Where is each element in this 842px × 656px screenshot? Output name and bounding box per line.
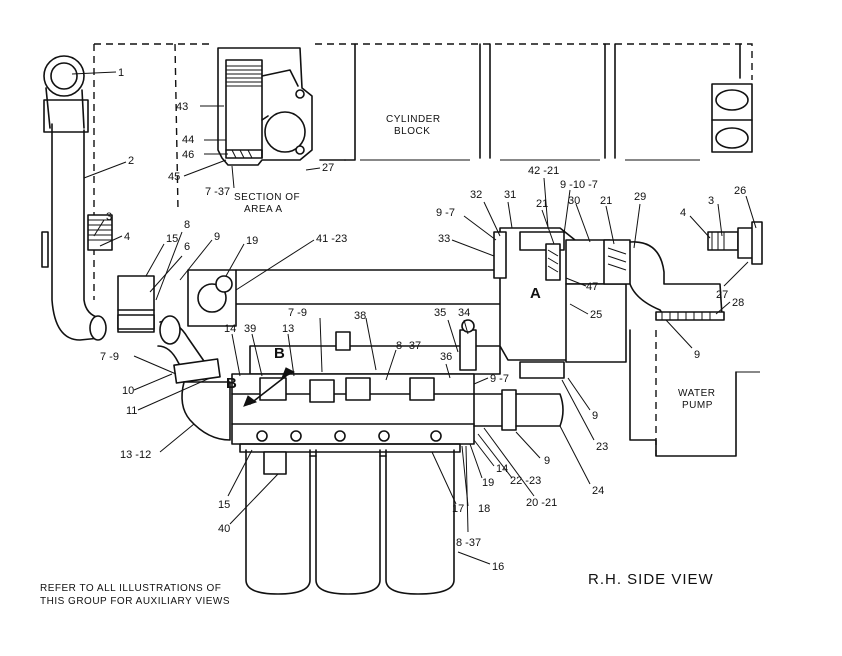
callout: 15 <box>218 499 230 511</box>
water-pump <box>629 329 760 457</box>
outlet-pipe <box>473 389 564 431</box>
cylinder-block-label-2: BLOCK <box>394 126 430 137</box>
callout: 14 <box>496 463 508 475</box>
callout: 35 <box>434 307 446 319</box>
cylinder-block-label-1: CYLINDER <box>386 114 441 125</box>
callout: 26 <box>734 185 746 197</box>
section-label-2: AREA A <box>244 204 283 215</box>
callout: 27 <box>322 162 334 174</box>
callout: 13 -12 <box>120 449 151 461</box>
callout: 3 <box>106 211 112 223</box>
callout: 7 -9 <box>100 351 119 363</box>
callout: 18 <box>478 503 490 515</box>
callout: 44 <box>182 134 194 146</box>
callout: 8 -37 <box>396 340 421 352</box>
pump-elbow <box>603 239 725 321</box>
callout: 42 -21 <box>528 165 559 177</box>
callout: 24 <box>592 485 604 497</box>
callout: 10 <box>122 385 134 397</box>
callout: 19 <box>246 235 258 247</box>
callout: 9 <box>544 455 550 467</box>
callout: 21 <box>536 198 548 210</box>
left-pipe-assembly <box>41 55 113 341</box>
callout: 19 <box>482 477 494 489</box>
callout: 8 -37 <box>456 537 481 549</box>
callout: 46 <box>182 149 194 161</box>
fuel-filters <box>239 443 461 595</box>
note-line-1: REFER TO ALL ILLUSTRATIONS OF <box>40 583 221 594</box>
filter-base <box>231 319 501 445</box>
callout: 9 <box>694 349 700 361</box>
area-a-letter: A <box>530 285 541 302</box>
callout: 31 <box>504 189 516 201</box>
callout: 1 <box>118 67 124 79</box>
cross-pipe <box>187 269 501 327</box>
callout: 38 <box>354 310 366 322</box>
text-labels: CYLINDER BLOCK SECTION OF AREA A WATER P… <box>40 114 716 607</box>
callout: 13 <box>282 323 294 335</box>
section-area-a <box>217 47 313 166</box>
callout: 14 <box>224 323 236 335</box>
callout: 9 -7 <box>490 373 509 385</box>
callouts: 1 2 3 4 15 6 8 9 19 41 -23 43 44 46 45 7… <box>71 67 757 573</box>
callout: 23 <box>596 441 608 453</box>
callout: 9 -7 <box>436 207 455 219</box>
water-pump-label-2: PUMP <box>682 400 713 411</box>
callout: 6 <box>184 241 190 253</box>
callout: 4 <box>680 207 686 219</box>
callout: 20 -21 <box>526 497 557 509</box>
thermostat-housing <box>493 227 627 379</box>
callout: 28 <box>732 297 744 309</box>
callout: 36 <box>440 351 452 363</box>
callout: 2 <box>128 155 134 167</box>
callout: 47 <box>586 281 598 293</box>
note-line-2: THIS GROUP FOR AUXILIARY VIEWS <box>40 596 230 607</box>
callout: 16 <box>492 561 504 573</box>
callout: 41 -23 <box>316 233 347 245</box>
right-upper-part <box>707 83 763 265</box>
callout: 21 <box>600 195 612 207</box>
callout: 40 <box>218 523 230 535</box>
callout: 9 <box>592 410 598 422</box>
callout: 3 <box>708 195 714 207</box>
section-label-1: SECTION OF <box>234 192 300 203</box>
callout: 7 -37 <box>205 186 230 198</box>
callout: 17 <box>452 503 464 515</box>
callout: 22 -23 <box>510 475 541 487</box>
lower-elbow <box>157 315 231 441</box>
callout: 25 <box>590 309 602 321</box>
callout: 9 -10 -7 <box>560 179 598 191</box>
section-b-letter-lower: B <box>226 375 237 392</box>
callout: 8 <box>184 219 190 231</box>
fitting-block-left <box>117 275 155 333</box>
callout: 27 <box>716 289 728 301</box>
callout: 39 <box>244 323 256 335</box>
cylinder-block-outline <box>93 43 753 300</box>
callout: 15 <box>166 233 178 245</box>
water-pump-label-1: WATER <box>678 388 716 399</box>
callout: 32 <box>470 189 482 201</box>
callout: 30 <box>568 195 580 207</box>
section-b-markers <box>243 367 296 407</box>
callout: 43 <box>176 101 188 113</box>
view-title: R.H. SIDE VIEW <box>588 571 714 588</box>
callout: 45 <box>168 171 180 183</box>
callout: 7 -9 <box>288 307 307 319</box>
callout: 4 <box>124 231 130 243</box>
callout: 33 <box>438 233 450 245</box>
callout: 9 <box>214 231 220 243</box>
section-b-letter-upper: B <box>274 345 285 362</box>
callout: 34 <box>458 307 470 319</box>
callout: 11 <box>126 405 137 417</box>
callout: 29 <box>634 191 646 203</box>
